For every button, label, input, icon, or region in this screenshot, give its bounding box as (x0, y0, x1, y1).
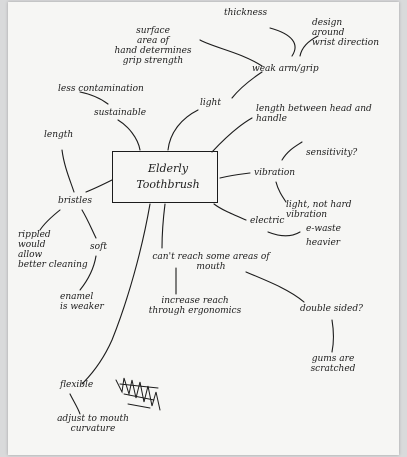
link-center-electric (213, 203, 247, 221)
link-center-sustainable (117, 119, 141, 151)
link-vibration-light (275, 181, 287, 203)
link-light-grip (231, 71, 263, 99)
link-sustainable-contam (79, 91, 109, 105)
node-length-head-handle: length between head and handle (256, 104, 372, 124)
node-heavier: heavier (306, 238, 341, 248)
node-increase-reach: increase reach through ergonomics (148, 296, 242, 316)
node-soft: soft (90, 242, 107, 252)
link-center-cantreach (161, 203, 166, 249)
center-node-label: Elderly Toothbrush (136, 162, 200, 191)
node-light: light (200, 98, 221, 108)
link-flexible-adjust (69, 393, 81, 415)
node-light-vibration: light, not hard vibration (286, 200, 352, 220)
link-grip-design (299, 35, 319, 57)
link-electric-branch (267, 231, 301, 237)
node-vibration: vibration (254, 168, 296, 178)
link-center-bristles (85, 179, 113, 193)
node-weak-grip: weak arm/grip (252, 64, 319, 74)
node-surface-area: surface area of hand determines grip str… (114, 26, 192, 66)
node-cant-reach: can't reach some areas of mouth (152, 252, 270, 272)
link-soft-enamel (79, 255, 97, 291)
link-length-bristles (61, 149, 75, 193)
node-design-wrist: design around wrist direction (312, 18, 379, 48)
link-double-gums (331, 319, 335, 353)
node-double-sided: double sided? (300, 304, 363, 314)
link-center-flexible (81, 203, 151, 385)
link-center-vibration (219, 172, 251, 179)
link-center-length-head (211, 117, 253, 153)
node-e-waste: e-waste (306, 224, 341, 234)
node-electric: electric (250, 216, 285, 226)
link-grip-surface (199, 39, 263, 67)
link-cantreach-double (245, 271, 305, 303)
node-flexible: flexible (60, 380, 94, 390)
link-center-light (167, 109, 199, 151)
crossed-out-scribble (115, 377, 161, 411)
center-node-box (112, 151, 218, 203)
node-rippled: rippled would allow better cleaning (18, 230, 88, 270)
link-vibration-sensitivity (281, 141, 303, 161)
node-enamel: enamel is weaker (60, 292, 104, 312)
node-length: length (44, 130, 74, 140)
link-bristles-soft (81, 209, 97, 239)
link-grip-thickness (269, 27, 296, 57)
node-gums: gums are scratched (310, 354, 356, 374)
node-thickness: thickness (224, 8, 268, 18)
paper-sheet (8, 2, 399, 455)
node-sustainable: sustainable (94, 108, 147, 118)
node-bristles: bristles (58, 196, 93, 206)
node-adjust-curvature: adjust to mouth curvature (57, 414, 129, 434)
node-less-contamination: less contamination (58, 84, 144, 94)
link-bristles-rippled (39, 209, 61, 231)
node-sensitivity: sensitivity? (306, 148, 358, 158)
